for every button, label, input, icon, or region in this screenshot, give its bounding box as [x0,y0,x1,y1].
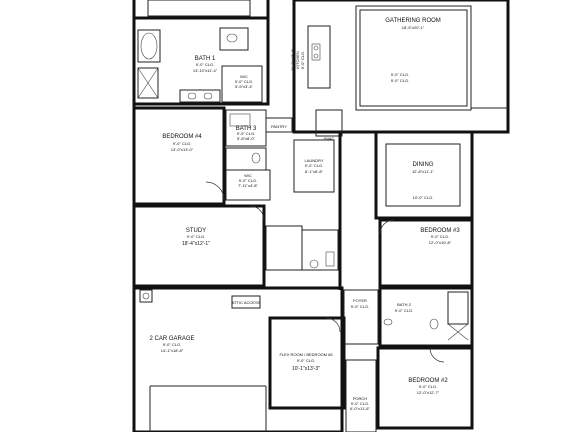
wic-master-name: W/C [240,74,248,79]
bedroom3-ceiling: 9'-0" CLG. [431,234,449,239]
bath-2: BATH 2 9'-0" CLG. [378,286,474,348]
bath1-name: BATH 1 [195,56,216,62]
wic-master-ceiling: 9'-0" CLG. [235,79,253,84]
kitchen-size: 11'-2"x16'-4" [290,48,295,71]
garage-size: 14'-1"x18'-8" [161,348,184,353]
laundry-ceiling: 9'-0" CLG. [305,163,323,168]
hall-bath [265,225,339,271]
bath2-ceiling: 9'-0" CLG. [395,308,413,313]
flex-room-name: FLEX ROOM / BEDROOM #5 [279,352,333,357]
study-ceiling: 9'-0" CLG. [187,234,205,239]
kitchen-name: KITCHEN [295,51,300,69]
study: STUDY 9'-0" CLG. 18'-4"x12'-1" [132,204,266,288]
dining-ceiling: 10'-0" CLG. [413,195,434,200]
wic-master-size: 5'-5"x3'-4" [235,84,254,89]
bedroom4-ceiling: 9'-0" CLG. [173,141,191,146]
gathering-room-ceiling: 9'-0" CLG. [391,78,409,83]
gathering-room: 9'-0" CLG. GATHERING ROOM 18'-5"x20'-1" … [292,0,510,134]
bath1-size: 13'-10"x11'-4" [193,68,218,73]
bath1-ceiling: 9'-0" CLG. [196,62,214,67]
master-bath: BATH 1 9'-0" CLG. 13'-10"x11'-4" W/C 9'-… [132,0,270,106]
gathering-room-size: 18'-5"x20'-1" [402,25,425,30]
wic-hall-ceiling: 9'-0" CLG. [239,178,257,183]
porch-ceiling: 9'-0" CLG. [351,401,369,406]
bath3-ceiling: 9'-0" CLG. [237,131,255,136]
garage: ATTIC ACCESS 2 CAR GARAGE 9'-0" CLG. 14'… [132,286,344,432]
pantry-laundry: PANTRY HVAC LAUNDRY 9'-0" CLG. 6'-1"x8'-… [265,109,343,290]
bedroom4-size: 13'-0"x13'-0" [171,147,194,152]
flex-room-ceiling: 9'-0" CLG. [297,358,315,363]
laundry-name: LAUNDRY [304,158,323,163]
bedroom-4: BEDROOM #4 9'-0" CLG. 13'-0"x13'-0" [132,106,226,206]
dining-size: 12'-8"x11'-1" [412,169,435,174]
foyer: FOYER 9'-0" CLG. [343,289,379,345]
pantry-name: PANTRY [271,124,287,129]
foyer-name: FOYER [353,298,367,303]
kitchen: KITCHEN 11'-2"x16'-4" 9'-0" CLG. [290,25,331,89]
bedroom2-ceiling: 9'-0" CLG. [419,384,437,389]
bath3-size: 5'-8"x8'-0" [237,136,256,141]
garage-note: ATTIC ACCESS [232,300,261,305]
bath2-name: BATH 2 [397,302,411,307]
bedroom2-size: 12'-0"x12'-7" [417,390,440,395]
study-name: STUDY [186,228,206,234]
flex-room: FLEX ROOM / BEDROOM #5 9'-0" CLG. 10'-1"… [268,316,346,410]
bedroom3-size: 12'-0"x10'-8" [429,240,452,245]
gathering-top-ceiling: 9'-0" CLG. [391,72,409,77]
bath-3: BATH 3 9'-0" CLG. 5'-8"x8'-0" W/C 9'-0" … [225,109,271,201]
kitchen-ceiling: 9'-0" CLG. [300,51,305,69]
porch: PORCH 9'-0" CLG. 6'-0"x11'-6" [345,359,377,432]
bedroom4-name: BEDROOM #4 [162,134,202,140]
gathering-room-name: GATHERING ROOM [385,18,441,24]
dining-name: DINING [413,162,434,168]
bedroom-3: BEDROOM #3 9'-0" CLG. 12'-0"x10'-8" [378,218,474,288]
garage-name: 2 CAR GARAGE [149,336,194,342]
study-size: 18'-4"x12'-1" [182,241,210,247]
porch-size: 6'-0"x11'-6" [350,406,370,411]
wic-hall-name: W/C [244,173,252,178]
hvac-name: HVAC [324,136,335,141]
foyer-ceiling: 9'-0" CLG. [351,304,369,309]
dining: DINING 12'-8"x11'-1" 10'-0" CLG. [374,130,474,220]
porch-name: PORCH [353,396,368,401]
garage-ceiling: 9'-0" CLG. [163,342,181,347]
flex-room-size: 10'-1"x13'-3" [292,366,320,372]
bedroom2-name: BEDROOM #2 [408,378,448,384]
wic-hall-size: 7'-11"x4'-8" [238,183,258,188]
bedroom3-name: BEDROOM #3 [420,228,460,234]
bath3-name: BATH 3 [236,126,257,132]
laundry-size: 6'-1"x8'-8" [305,169,324,174]
bedroom-2: BEDROOM #2 9'-0" CLG. 12'-0"x12'-7" [376,346,474,430]
